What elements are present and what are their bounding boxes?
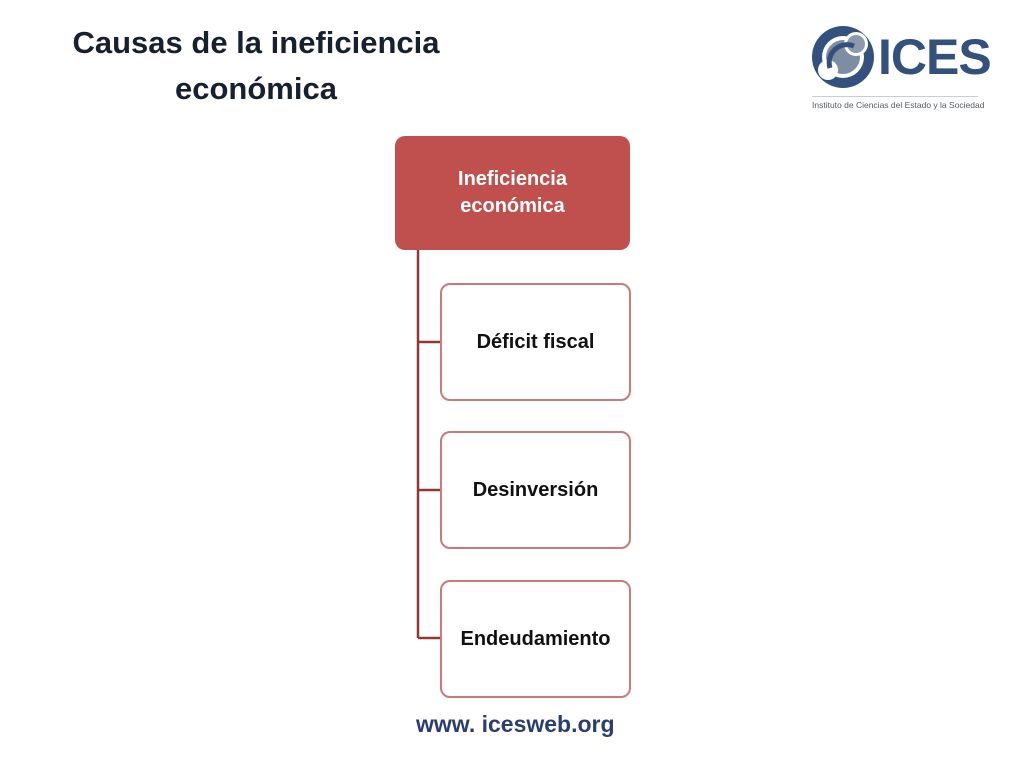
logo-divider <box>812 96 978 97</box>
diagram-child-node: Déficit fiscal <box>440 283 631 401</box>
child-node-label: Déficit fiscal <box>476 331 595 353</box>
child-node-label: Desinversión <box>472 479 599 501</box>
slide-title-line-1: Causas de la ineficiencia <box>72 25 440 60</box>
logo-wordmark: ICES <box>878 29 992 85</box>
logo-subtitle: Instituto de Ciencias del Estado y la So… <box>812 100 985 110</box>
website-link[interactable]: www. icesweb.org <box>416 711 615 737</box>
slide-title-line-2: económica <box>175 71 337 106</box>
slide-title: Causas de la ineficiencia económica <box>20 20 492 112</box>
diagram-root-node: Ineficiencia económica <box>395 136 630 250</box>
ices-emblem-icon <box>812 26 874 88</box>
diagram-child-node: Endeudamiento <box>440 580 631 698</box>
root-node-label: Ineficiencia económica <box>458 168 567 217</box>
ices-logo: ICES Instituto de Ciencias del Estado y … <box>810 24 992 116</box>
child-node-label: Endeudamiento <box>460 628 611 650</box>
diagram-child-node: Desinversión <box>440 431 631 549</box>
